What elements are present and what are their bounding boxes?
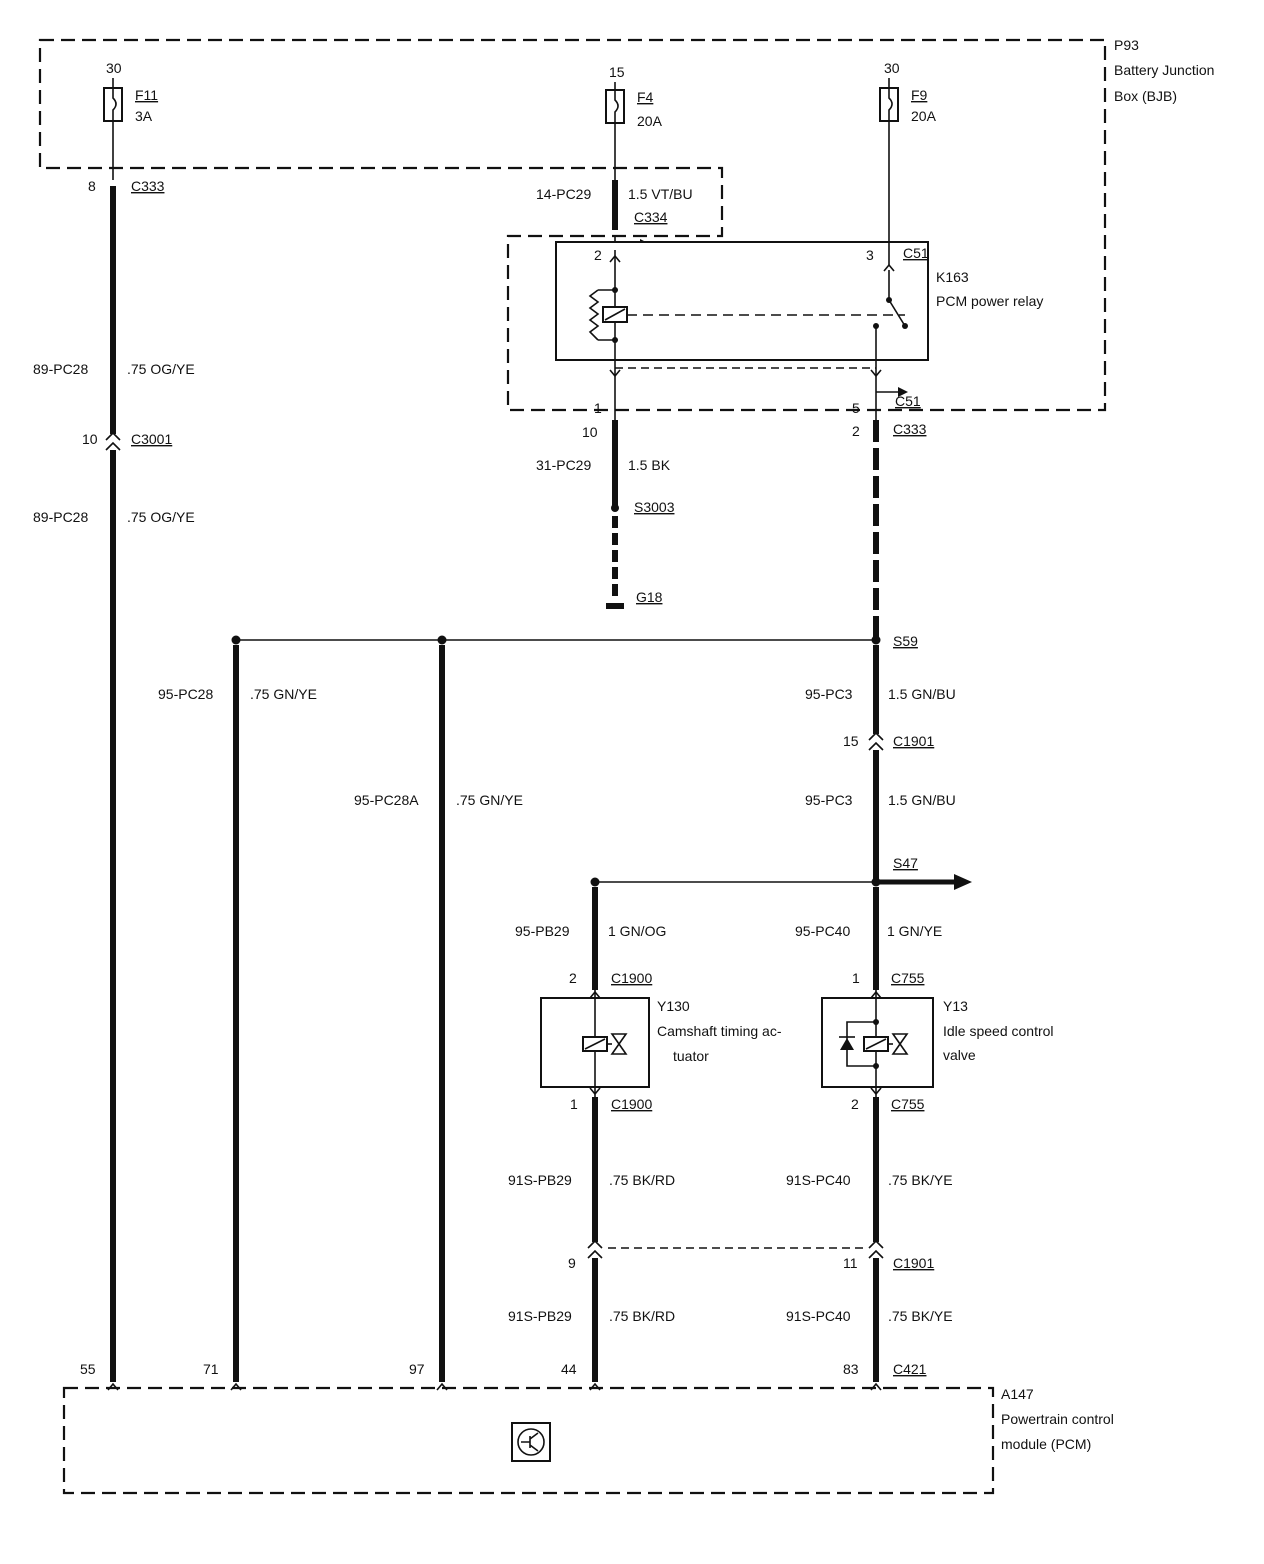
- svg-text:F4: F4: [637, 89, 654, 105]
- svg-text:PCM power relay: PCM power relay: [936, 293, 1043, 309]
- bjb-name-1: Battery Junction: [1114, 62, 1214, 78]
- svg-text:S3003: S3003: [634, 499, 675, 515]
- svg-text:10: 10: [82, 431, 98, 447]
- svg-text:.75 GN/YE: .75 GN/YE: [250, 686, 317, 702]
- svg-text:tuator: tuator: [673, 1048, 709, 1064]
- svg-text:C1900: C1900: [611, 1096, 652, 1112]
- fuse-f4: 15 F4 20A: [605, 64, 663, 129]
- svg-text:C51: C51: [903, 245, 929, 261]
- svg-text:G18: G18: [636, 589, 663, 605]
- svg-text:91S-PB29: 91S-PB29: [508, 1308, 572, 1324]
- svg-text:97: 97: [409, 1361, 425, 1377]
- svg-text:C51: C51: [895, 393, 921, 409]
- svg-text:.75 BK/RD: .75 BK/RD: [609, 1172, 675, 1188]
- svg-text:10: 10: [582, 424, 598, 440]
- svg-text:89-PC28: 89-PC28: [33, 509, 88, 525]
- svg-text:95-PC28A: 95-PC28A: [354, 792, 419, 808]
- svg-text:71: 71: [203, 1361, 219, 1377]
- svg-text:8: 8: [88, 178, 96, 194]
- svg-text:1 GN/YE: 1 GN/YE: [887, 923, 942, 939]
- svg-text:2: 2: [851, 1096, 859, 1112]
- svg-text:15: 15: [843, 733, 859, 749]
- svg-text:2: 2: [594, 247, 602, 263]
- svg-text:14-PC29: 14-PC29: [536, 186, 591, 202]
- svg-text:C755: C755: [891, 970, 925, 986]
- svg-text:Y130: Y130: [657, 998, 690, 1014]
- svg-text:3: 3: [866, 247, 874, 263]
- svg-text:1.5 GN/BU: 1.5 GN/BU: [888, 792, 956, 808]
- svg-text:20A: 20A: [637, 113, 663, 129]
- svg-text:.75 OG/YE: .75 OG/YE: [127, 361, 195, 377]
- svg-text:95-PC3: 95-PC3: [805, 792, 853, 808]
- svg-text:.75 BK/YE: .75 BK/YE: [888, 1172, 953, 1188]
- svg-text:C333: C333: [893, 421, 927, 437]
- svg-text:95-PC28: 95-PC28: [158, 686, 213, 702]
- svg-text:S47: S47: [893, 855, 918, 871]
- y13-idle-speed-valve: [821, 990, 934, 1097]
- svg-text:.75 GN/YE: .75 GN/YE: [456, 792, 523, 808]
- svg-text:C1900: C1900: [611, 970, 652, 986]
- svg-text:30: 30: [884, 60, 900, 76]
- svg-text:C3001: C3001: [131, 431, 172, 447]
- svg-text:C1901: C1901: [893, 733, 934, 749]
- svg-text:2: 2: [852, 423, 860, 439]
- svg-text:Y13: Y13: [943, 998, 968, 1014]
- svg-text:91S-PB29: 91S-PB29: [508, 1172, 572, 1188]
- svg-text:89-PC28: 89-PC28: [33, 361, 88, 377]
- svg-text:1: 1: [570, 1096, 578, 1112]
- svg-text:.75 BK/RD: .75 BK/RD: [609, 1308, 675, 1324]
- svg-text:31-PC29: 31-PC29: [536, 457, 591, 473]
- svg-text:.75 BK/YE: .75 BK/YE: [888, 1308, 953, 1324]
- svg-text:F11: F11: [135, 87, 158, 103]
- svg-text:module (PCM): module (PCM): [1001, 1436, 1091, 1452]
- svg-text:83: 83: [843, 1361, 859, 1377]
- svg-text:91S-PC40: 91S-PC40: [786, 1308, 851, 1324]
- svg-text:Camshaft timing ac-: Camshaft timing ac-: [657, 1023, 782, 1039]
- svg-text:95-PB29: 95-PB29: [515, 923, 570, 939]
- svg-text:Idle speed control: Idle speed control: [943, 1023, 1054, 1039]
- svg-text:.75 OG/YE: .75 OG/YE: [127, 509, 195, 525]
- svg-text:C1901: C1901: [893, 1255, 934, 1271]
- svg-text:A147: A147: [1001, 1386, 1034, 1402]
- bjb-outline: [38, 38, 1107, 412]
- svg-text:C421: C421: [893, 1361, 927, 1377]
- svg-text:S59: S59: [893, 633, 918, 649]
- svg-text:11: 11: [843, 1255, 858, 1271]
- svg-text:55: 55: [80, 1361, 96, 1377]
- svg-text:C333: C333: [131, 178, 165, 194]
- svg-text:Powertrain control: Powertrain control: [1001, 1411, 1114, 1427]
- svg-text:1.5 GN/BU: 1.5 GN/BU: [888, 686, 956, 702]
- svg-text:K163: K163: [936, 269, 969, 285]
- svg-text:2: 2: [569, 970, 577, 986]
- svg-text:1: 1: [852, 970, 860, 986]
- y130-camshaft-actuator: [540, 990, 650, 1097]
- svg-text:44: 44: [561, 1361, 577, 1377]
- svg-text:95-PC3: 95-PC3: [805, 686, 853, 702]
- svg-text:1.5 BK: 1.5 BK: [628, 457, 671, 473]
- fuse-f9: 30 F9 20A: [879, 60, 937, 124]
- svg-text:15: 15: [609, 64, 625, 80]
- relay-k163: K163 PCM power relay 2 3 C51 1 5 C51: [555, 241, 1043, 416]
- svg-text:30: 30: [106, 60, 122, 76]
- bjb-id: P93: [1114, 37, 1139, 53]
- fuse-f11: 30 F11 3A: [103, 60, 158, 124]
- svg-text:20A: 20A: [911, 108, 937, 124]
- svg-text:91S-PC40: 91S-PC40: [786, 1172, 851, 1188]
- svg-text:5: 5: [852, 400, 860, 416]
- svg-text:1.5 VT/BU: 1.5 VT/BU: [628, 186, 693, 202]
- svg-text:9: 9: [568, 1255, 576, 1271]
- svg-text:valve: valve: [943, 1047, 976, 1063]
- svg-text:3A: 3A: [135, 108, 153, 124]
- bjb-name-2: Box (BJB): [1114, 88, 1177, 104]
- svg-text:1: 1: [594, 400, 602, 416]
- svg-text:C755: C755: [891, 1096, 925, 1112]
- pcm-module: [62, 1382, 995, 1495]
- svg-text:95-PC40: 95-PC40: [795, 923, 850, 939]
- svg-text:C334: C334: [634, 209, 668, 225]
- svg-text:F9: F9: [911, 87, 928, 103]
- svg-text:1 GN/OG: 1 GN/OG: [608, 923, 666, 939]
